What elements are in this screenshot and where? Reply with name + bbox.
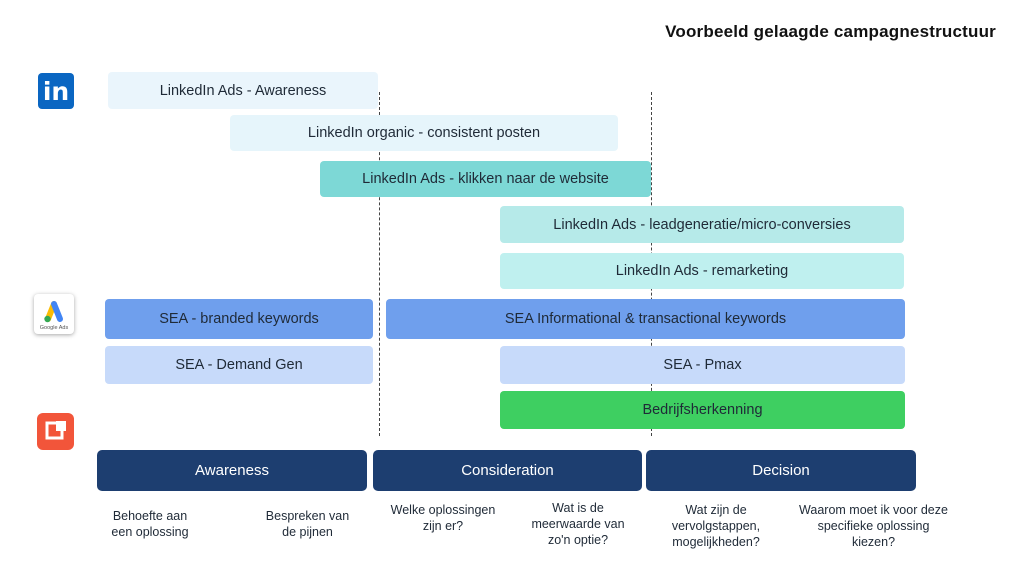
bar-sea-informational-transactional: SEA Informational & transactional keywor…: [386, 299, 905, 339]
bar-bedrijfsherkenning: Bedrijfsherkenning: [500, 391, 905, 429]
bar-label: SEA - Demand Gen: [175, 357, 303, 373]
divider-line-awareness-consideration: [379, 92, 380, 436]
bar-sea-demand-gen: SEA - Demand Gen: [105, 346, 373, 384]
bar-label: LinkedIn Ads - klikken naar de website: [362, 171, 609, 187]
bar-sea-pmax: SEA - Pmax: [500, 346, 905, 384]
question-waarom: Waarom moet ik voor deze specifieke oplo…: [799, 503, 948, 549]
bar-sea-branded-keywords: SEA - branded keywords: [105, 299, 373, 339]
question-behoefte: Behoefte aan een oplossing: [111, 509, 189, 539]
orange-square-logo-icon: [37, 413, 74, 450]
google-ads-logo-icon: Google Ads: [34, 294, 74, 334]
page-title: Voorbeeld gelaagde campagnestructuur: [665, 22, 996, 41]
bar-linkedin-ads-awareness: LinkedIn Ads - Awareness: [108, 72, 378, 109]
stage-decision: Decision: [646, 450, 916, 491]
bar-label: LinkedIn organic - consistent posten: [307, 125, 541, 141]
bar-linkedin-ads-klikken: LinkedIn Ads - klikken naar de website: [320, 161, 651, 197]
stage-label: Consideration: [461, 462, 554, 479]
question-oplossingen: Welke oplossingen zijn er?: [390, 503, 496, 533]
bar-label: LinkedIn Ads - remarketing: [615, 263, 789, 279]
stage-consideration: Consideration: [373, 450, 642, 491]
bar-label: SEA - Pmax: [663, 357, 742, 373]
stage-awareness: Awareness: [97, 450, 367, 491]
bar-label: LinkedIn Ads - Awareness: [159, 82, 327, 99]
stage-label: Decision: [752, 462, 810, 479]
linkedin-logo-text: in: [42, 76, 70, 106]
google-ads-caption: Google Ads: [39, 325, 69, 331]
bar-label: SEA - branded keywords: [159, 311, 319, 327]
bar-label: Bedrijfsherkenning: [642, 402, 763, 418]
bar-linkedin-ads-remarketing: LinkedIn Ads - remarketing: [500, 253, 904, 289]
question-meerwaarde: Wat is de meerwaarde van zo'n optie?: [531, 501, 625, 547]
bar-label: SEA Informational & transactional keywor…: [504, 311, 787, 327]
question-pijnen: Bespreken van de pijnen: [265, 509, 350, 539]
linkedin-logo-icon: in: [38, 73, 74, 109]
bar-label: LinkedIn Ads - leadgeneratie/micro-conve…: [553, 216, 851, 233]
question-vervolgstappen: Wat zijn de vervolgstappen, mogelijkhede…: [671, 503, 761, 549]
stage-label: Awareness: [195, 462, 269, 479]
bar-linkedin-ads-leadgeneratie: LinkedIn Ads - leadgeneratie/micro-conve…: [500, 206, 904, 243]
bar-linkedin-organic: LinkedIn organic - consistent posten: [230, 115, 618, 151]
